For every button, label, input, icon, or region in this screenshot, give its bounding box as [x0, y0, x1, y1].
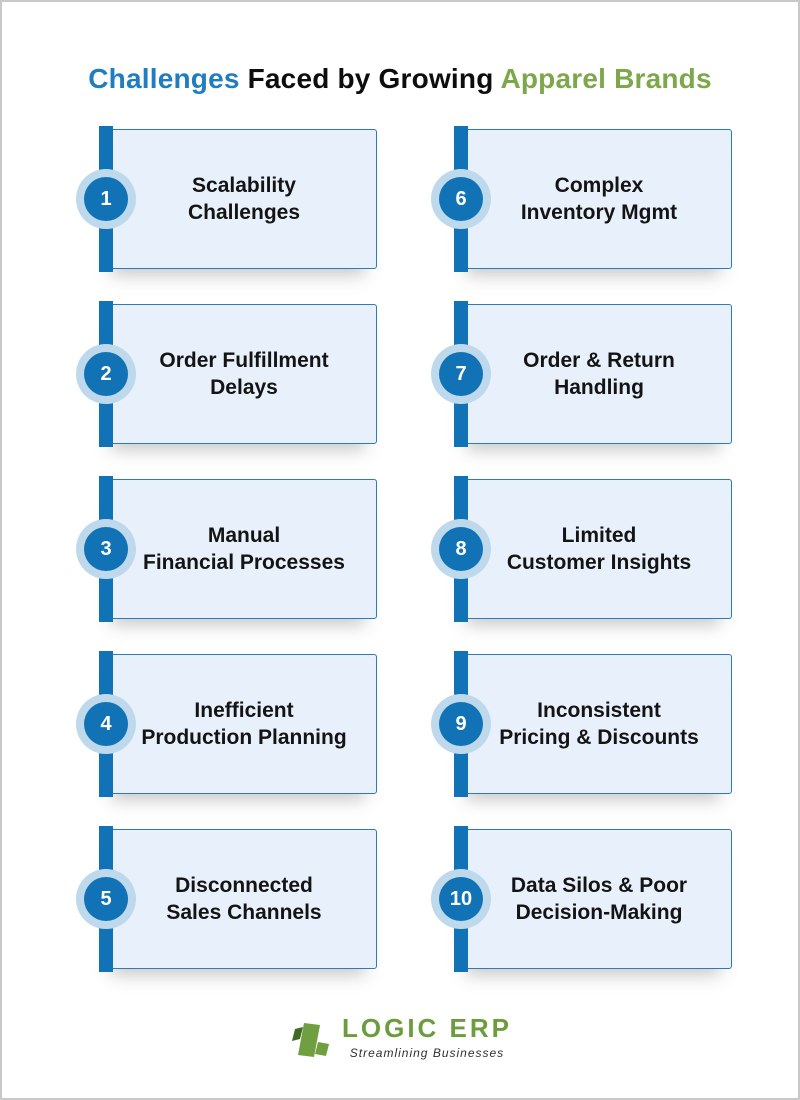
brand-tagline: Streamlining Businesses	[349, 1045, 505, 1060]
card-title-line2: Pricing & Discounts	[499, 726, 699, 749]
card-title: Inconsistent Pricing & Discounts	[477, 655, 721, 793]
card-title-line2: Sales Channels	[166, 901, 322, 924]
challenge-card-2: 2 Order Fulfillment Delays	[84, 301, 377, 447]
challenge-card-4: 4 Inefficient Production Planning	[84, 651, 377, 797]
card-title: Complex Inventory Mgmt	[477, 130, 721, 268]
number-badge: 9	[439, 702, 483, 746]
card-title-line2: Challenges	[187, 201, 301, 224]
card-title: Order Fulfillment Delays	[122, 305, 366, 443]
footer: LOGIC ERP Streamlining Businesses	[2, 1014, 798, 1067]
number-badge: 7	[439, 352, 483, 396]
card-title: Order & Return Handling	[477, 305, 721, 443]
card-title-line2: Inventory Mgmt	[520, 201, 678, 224]
card-title-line2: Handling	[554, 376, 644, 399]
page-title: Challenges Faced by Growing Apparel Bran…	[2, 63, 798, 95]
card-title-line1: Data Silos & Poor	[510, 873, 688, 897]
card-title-line1: Order Fulfillment	[159, 348, 329, 372]
card-title: Scalability Challenges	[122, 130, 366, 268]
number-badge: 3	[84, 527, 128, 571]
challenge-card-1: 1 Scalability Challenges	[84, 126, 377, 272]
card-title: Inefficient Production Planning	[122, 655, 366, 793]
challenge-card-5: 5 Disconnected Sales Channels	[84, 826, 377, 972]
number-badge: 8	[439, 527, 483, 571]
card-title-line1: Disconnected	[175, 873, 313, 897]
card-title-line1: Manual	[207, 523, 281, 547]
card-title-line2: Production Planning	[141, 726, 347, 749]
card-title-line1: Inefficient	[194, 698, 294, 722]
logic-erp-logo: LOGIC ERP Streamlining Businesses	[288, 1014, 512, 1067]
challenge-card-10: 10 Data Silos & Poor Decision-Making	[439, 826, 732, 972]
challenge-card-8: 8 Limited Customer Insights	[439, 476, 732, 622]
card-title: Data Silos & Poor Decision-Making	[477, 830, 721, 968]
card-title-line1: Inconsistent	[537, 698, 661, 722]
title-word-apparel-brands: Apparel Brands	[500, 62, 712, 94]
card-title-line1: Order & Return	[523, 348, 675, 372]
card-title: Manual Financial Processes	[122, 480, 366, 618]
title-word-challenges: Challenges	[88, 62, 240, 94]
green-bars-logo-icon	[288, 1016, 334, 1067]
card-title-line1: Scalability	[192, 173, 296, 197]
card-title: Limited Customer Insights	[477, 480, 721, 618]
number-badge: 1	[84, 177, 128, 221]
logo-wordmark: LOGIC ERP Streamlining Businesses	[342, 1014, 512, 1060]
number-badge: 5	[84, 877, 128, 921]
card-title-line2: Decision-Making	[515, 901, 683, 924]
challenge-card-9: 9 Inconsistent Pricing & Discounts	[439, 651, 732, 797]
challenge-card-6: 6 Complex Inventory Mgmt	[439, 126, 732, 272]
number-badge: 4	[84, 702, 128, 746]
card-title-line1: Limited	[561, 523, 637, 547]
card-title-line2: Financial Processes	[143, 551, 345, 574]
card-title-line2: Delays	[210, 376, 278, 399]
card-title-line1: Complex	[554, 173, 644, 197]
card-title: Disconnected Sales Channels	[122, 830, 366, 968]
number-badge: 10	[439, 877, 483, 921]
number-badge: 6	[439, 177, 483, 221]
card-title-line2: Customer Insights	[506, 551, 692, 574]
challenge-card-7: 7 Order & Return Handling	[439, 301, 732, 447]
challenge-card-3: 3 Manual Financial Processes	[84, 476, 377, 622]
title-middle-text: Faced by Growing	[239, 62, 501, 94]
brand-name: LOGIC ERP	[341, 1013, 512, 1043]
number-badge: 2	[84, 352, 128, 396]
